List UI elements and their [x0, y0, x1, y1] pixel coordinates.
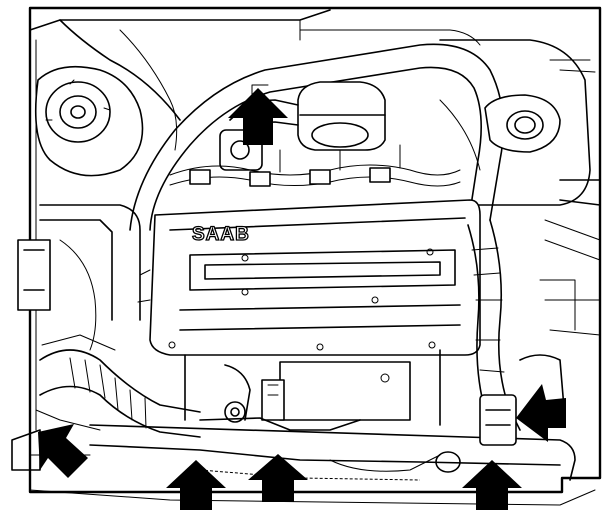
- engine-badge: SAAB: [192, 224, 250, 245]
- right-lower-mount: [479, 279, 601, 446]
- right-intake-hose: [467, 219, 521, 431]
- valve-cover: [137, 199, 481, 356]
- wiring-harness: [169, 144, 461, 187]
- arrow-left-corner-icon: [38, 424, 88, 478]
- arrow-right-side-icon: [516, 384, 566, 442]
- arrow-top-center-icon: [228, 88, 288, 145]
- left-bracket: [17, 204, 141, 351]
- lower-block: [184, 349, 441, 431]
- arrow-bottom-center-icon: [248, 454, 308, 502]
- right-reservoir: [439, 39, 601, 261]
- indicator-arrows: [38, 88, 566, 510]
- left-strut-tower: [34, 19, 181, 177]
- arrow-bottom-right-icon: [462, 460, 522, 510]
- throttle-body: [219, 81, 386, 171]
- arrow-bottom-left-icon: [166, 460, 226, 510]
